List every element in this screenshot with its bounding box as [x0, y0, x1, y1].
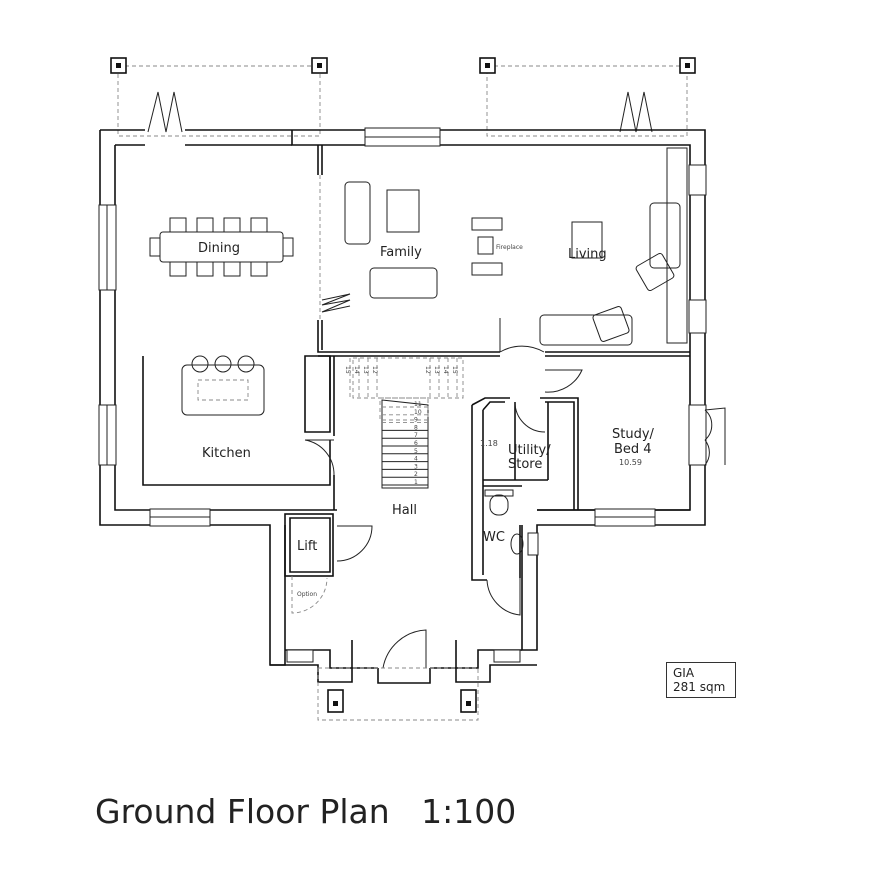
- stair-step-number: 5: [414, 448, 418, 455]
- stair-step-number: 12: [424, 366, 431, 374]
- room-label-wc: WC: [483, 530, 505, 545]
- stair-step-number: 13: [433, 366, 440, 374]
- bifold-door: [147, 91, 653, 133]
- room-label-hall: Hall: [392, 503, 417, 518]
- internal-walls: [142, 145, 690, 581]
- external-walls: [99, 129, 706, 684]
- stair-step-number: 15: [344, 366, 351, 374]
- stair-step-number: 14: [353, 366, 360, 374]
- stair-step-number: 12: [371, 366, 378, 374]
- study-dimension: 10.59: [619, 458, 642, 467]
- canopy-columns: [110, 57, 696, 137]
- stair-step-number: 15: [451, 366, 458, 374]
- gia-label: GIA: [673, 666, 695, 680]
- stair-step-number: 10: [414, 409, 422, 416]
- fireplace-label: Fireplace: [496, 244, 523, 251]
- room-label-dining: Dining: [198, 241, 240, 256]
- stair-step-number: 11: [414, 401, 422, 408]
- windows: [98, 127, 707, 663]
- plan-scale: 1:100: [421, 792, 517, 831]
- gia-value: 281 sqm: [673, 680, 726, 694]
- stair-step-number: 7: [414, 432, 418, 439]
- room-label-utility: Utility/: [508, 443, 551, 458]
- stair-step-number: 4: [414, 456, 418, 463]
- stair-step-number: 9: [414, 417, 418, 424]
- stair-step-number: 1: [414, 479, 418, 486]
- staircase: [349, 357, 464, 489]
- room-label-kitchen: Kitchen: [202, 446, 251, 461]
- lift-option-label: Option: [297, 591, 317, 598]
- furniture: [149, 147, 688, 555]
- plan-title-text: Ground Floor Plan: [95, 792, 390, 831]
- room-label-living: Living: [568, 247, 607, 262]
- gia-box: GIA 281 sqm: [666, 662, 736, 698]
- stair-step-number: 2: [414, 471, 418, 478]
- room-label-store: Store: [508, 457, 542, 472]
- utility-dimension: 1.18: [480, 439, 498, 448]
- stair-step-number: 3: [414, 463, 418, 470]
- door-swings: [291, 293, 726, 669]
- stair-step-number: 8: [414, 424, 418, 431]
- room-label-study: Study/: [612, 427, 655, 442]
- room-label-family: Family: [380, 245, 422, 260]
- stair-step-number: 13: [362, 366, 369, 374]
- room-label-lift: Lift: [297, 539, 317, 554]
- stair-step-number: 14: [442, 366, 449, 374]
- plan-title: Ground Floor Plan 1:100: [95, 792, 516, 831]
- entrance-columns: [317, 667, 479, 721]
- stair-step-number: 6: [414, 440, 418, 447]
- room-label-bed4: Bed 4: [614, 442, 652, 457]
